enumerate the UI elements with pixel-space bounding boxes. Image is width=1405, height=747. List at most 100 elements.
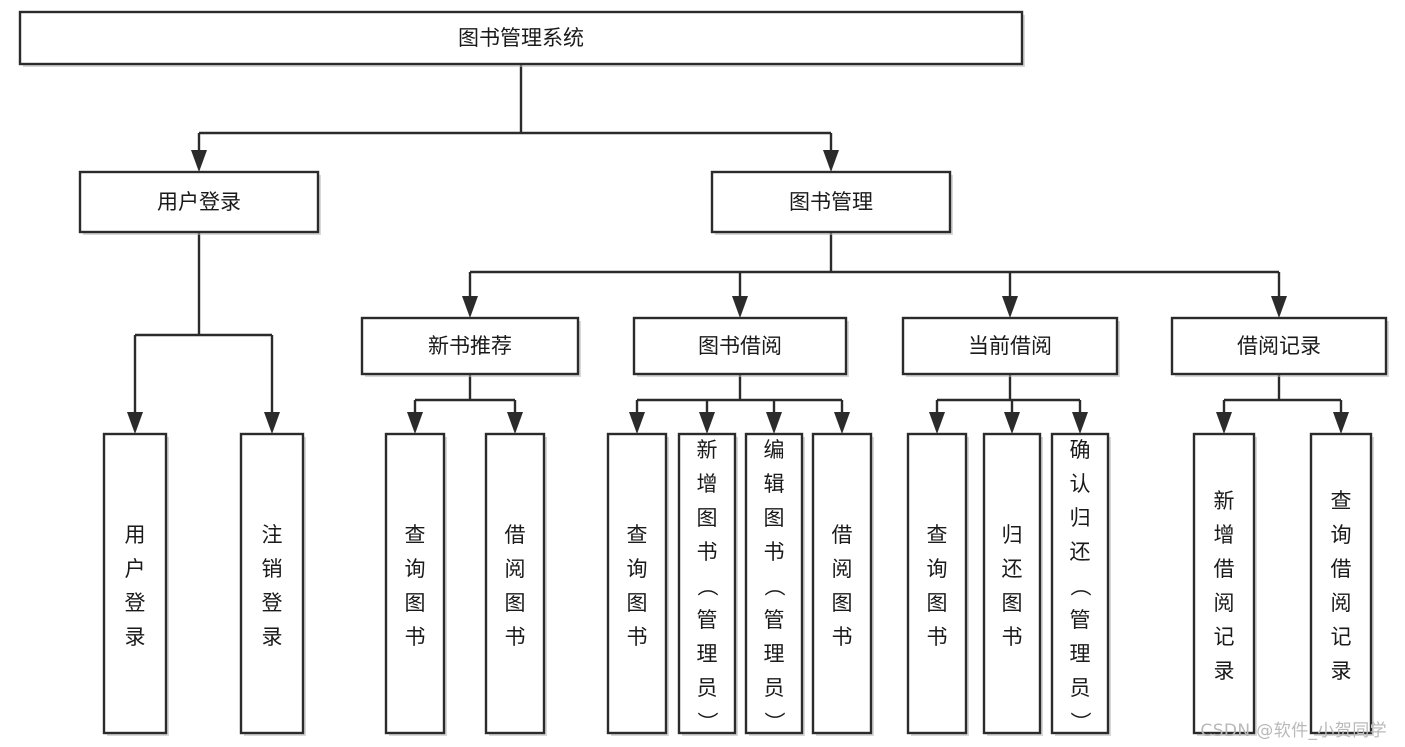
node-rect[interactable]	[744, 432, 804, 735]
node-label-char: 书	[505, 625, 526, 649]
node-label-char: 录	[1214, 659, 1235, 683]
node-label-char: 图	[697, 506, 718, 530]
node-label-char: 查	[405, 523, 426, 547]
node-label-char: 阅	[505, 557, 526, 581]
node-label-char: （	[762, 576, 786, 597]
node-label: 图书管理	[789, 190, 873, 214]
node-rect[interactable]	[1192, 432, 1256, 735]
node-label-char: 图	[505, 591, 526, 615]
arrowhead-icon	[462, 296, 478, 318]
node-label-char: 图	[627, 591, 648, 615]
node-rect[interactable]	[239, 432, 305, 735]
node-rect[interactable]	[360, 316, 580, 376]
node-label-char: 管	[1070, 608, 1091, 632]
node-layer: 图书管理系统用户登录图书管理新书推荐图书借阅当前借阅借阅记录用户登录注销登录查询…	[18, 10, 1389, 736]
node-l-user-login[interactable]: 用户登录	[102, 432, 169, 736]
node-label-char: 书	[627, 625, 648, 649]
node-rect[interactable]	[384, 432, 446, 735]
node-label-char: 户	[125, 557, 146, 581]
node-label-char: 还	[1070, 540, 1091, 564]
node-label: 图书借阅	[698, 334, 782, 358]
node-label-char: （	[1068, 576, 1092, 597]
node-rect[interactable]	[1050, 432, 1110, 735]
node-rect[interactable]	[484, 432, 546, 735]
node-rect[interactable]	[78, 170, 320, 234]
node-n-borrow-record[interactable]: 借阅记录	[1170, 316, 1389, 377]
node-label-char: 查	[927, 523, 948, 547]
node-label: 新书推荐	[428, 334, 512, 358]
node-label-char: 管	[697, 608, 718, 632]
node-rect[interactable]	[18, 10, 1024, 66]
node-rect[interactable]	[606, 432, 668, 735]
node-label-char: 阅	[832, 557, 853, 581]
node-label-char: 书	[927, 625, 948, 649]
node-label-char: 归	[1070, 506, 1091, 530]
node-label: 用户登录	[157, 190, 241, 214]
node-label-char: 借	[505, 523, 526, 547]
node-n-book-borrow[interactable]: 图书借阅	[632, 316, 849, 377]
node-rect[interactable]	[1170, 316, 1388, 376]
connector-group-n-current-borrow	[929, 374, 1088, 434]
node-label-char: 借	[1331, 557, 1352, 581]
node-label-char: 书	[697, 540, 718, 564]
node-label-char: ）	[1068, 712, 1092, 733]
node-label-char: 新	[697, 438, 718, 462]
node-n-book-manage[interactable]: 图书管理	[710, 170, 953, 235]
node-rect[interactable]	[710, 170, 952, 234]
node-n-new-book-rec[interactable]: 新书推荐	[360, 316, 581, 377]
connector-layer	[127, 64, 1349, 434]
node-label-char: 录	[262, 625, 283, 649]
node-rect[interactable]	[1309, 432, 1373, 735]
csdn-watermark: CSDN @软件_小贺同学	[1200, 721, 1387, 741]
connector-group-n-borrow-record	[1216, 374, 1349, 434]
node-label-char: 管	[764, 608, 785, 632]
node-rect[interactable]	[906, 432, 968, 735]
node-label-char: 阅	[1214, 591, 1235, 615]
node-n-user-login[interactable]: 用户登录	[78, 170, 321, 235]
arrowhead-icon	[766, 412, 782, 434]
arrowhead-icon	[823, 150, 839, 172]
node-rect[interactable]	[982, 432, 1042, 735]
node-rect[interactable]	[632, 316, 848, 376]
node-label-char: 询	[627, 557, 648, 581]
node-label-char: 图	[832, 591, 853, 615]
node-label-char: 借	[1214, 557, 1235, 581]
node-label-char: 增	[1214, 523, 1235, 547]
arrowhead-icon	[507, 412, 523, 434]
node-rect[interactable]	[811, 432, 873, 735]
arrowhead-icon	[407, 412, 423, 434]
node-n-current-borrow[interactable]: 当前借阅	[901, 316, 1120, 377]
node-root[interactable]: 图书管理系统	[18, 10, 1025, 67]
node-label-char: 借	[832, 523, 853, 547]
arrowhead-icon	[629, 412, 645, 434]
node-label-char: 理	[764, 642, 785, 666]
node-label-char: 登	[125, 591, 146, 615]
node-label-char: 录	[125, 625, 146, 649]
node-rect[interactable]	[102, 432, 168, 735]
connector-group-n-user-login	[127, 232, 280, 434]
arrowhead-icon	[834, 412, 850, 434]
node-label-char: （	[695, 576, 719, 597]
arrowhead-icon	[699, 412, 715, 434]
connector-group-n-new-book-rec	[407, 374, 523, 434]
connector-group-root	[191, 64, 839, 172]
arrowhead-icon	[264, 412, 280, 434]
node-label-char: 询	[405, 557, 426, 581]
node-rect[interactable]	[677, 432, 737, 735]
node-label-char: 新	[1214, 489, 1235, 513]
node-label-char: ）	[695, 712, 719, 733]
node-rect[interactable]	[901, 316, 1119, 376]
